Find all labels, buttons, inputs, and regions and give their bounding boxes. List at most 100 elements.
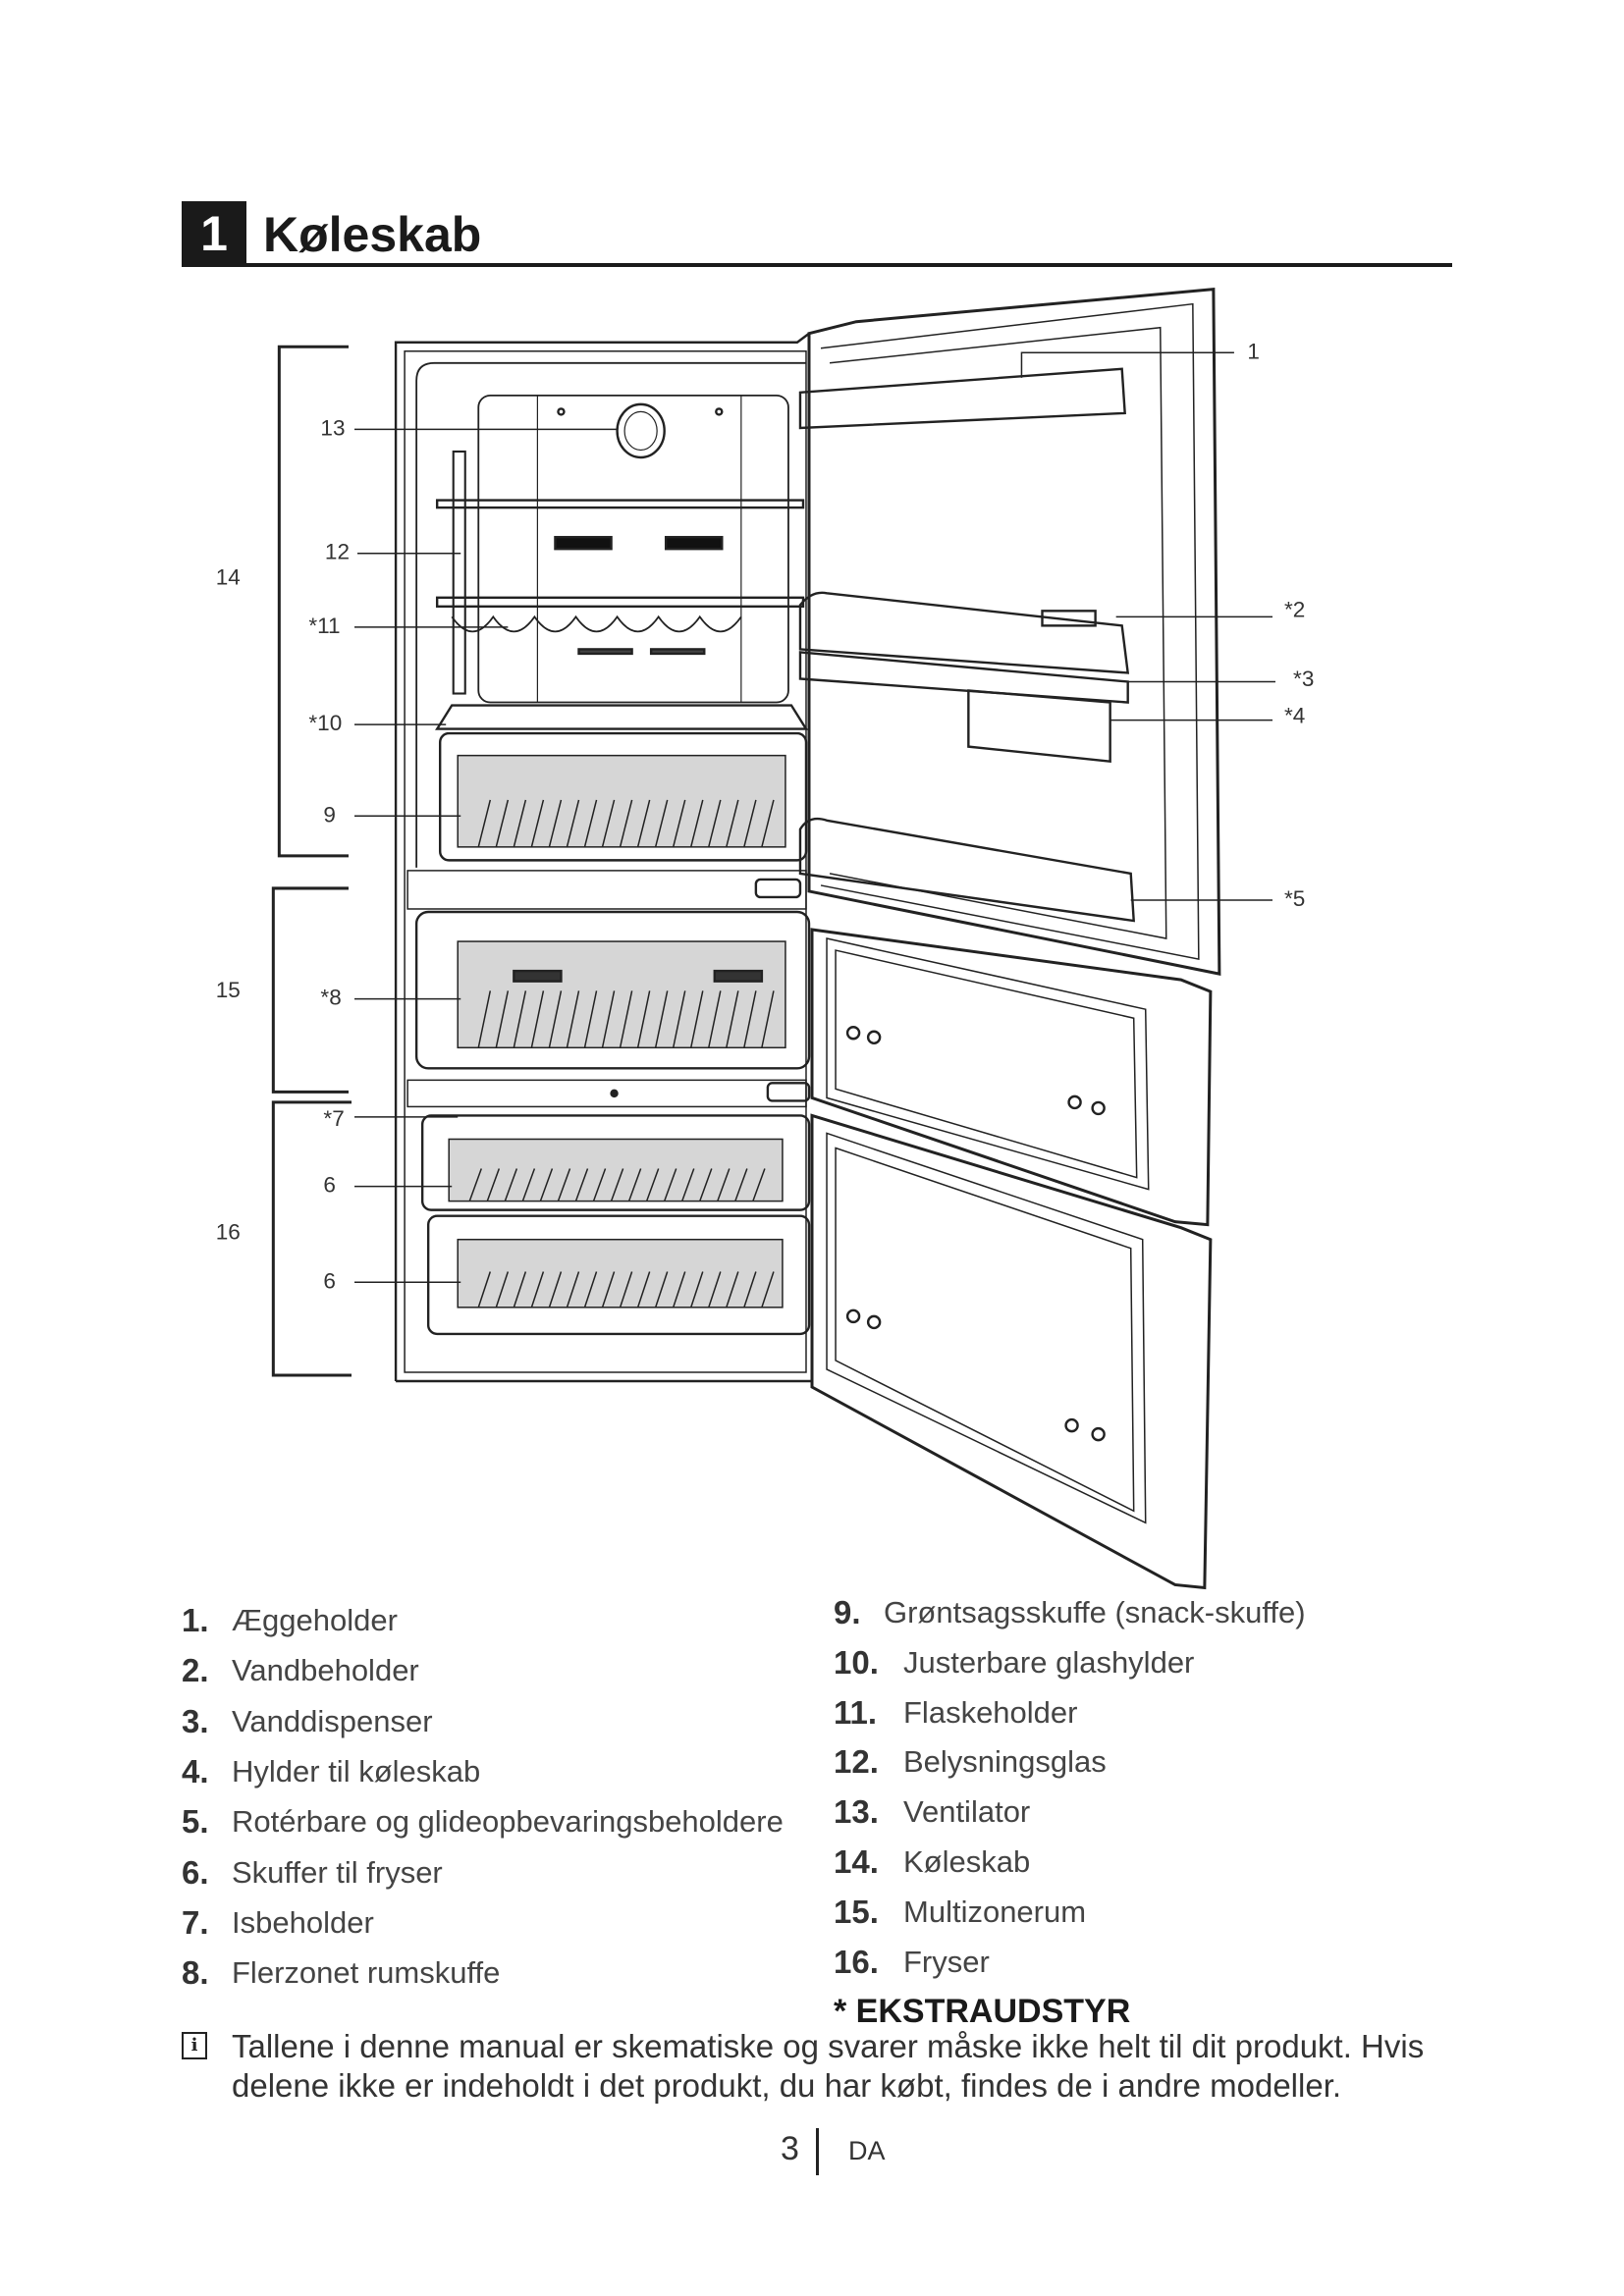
drawer-hatch bbox=[672, 1271, 686, 1308]
drawer-hatch bbox=[495, 799, 510, 848]
drawer-hatch bbox=[699, 1168, 713, 1201]
legend-item-text: Justerbare glashylder bbox=[903, 1644, 1195, 1680]
drawer-hatch bbox=[761, 990, 775, 1048]
drawer-hatch bbox=[743, 1271, 757, 1308]
drawer-hatch bbox=[601, 990, 616, 1048]
drawer-hatch bbox=[619, 1271, 633, 1308]
drawer-hatch bbox=[601, 799, 616, 848]
callout-3: *3 bbox=[1293, 667, 1314, 691]
drawer-hatch bbox=[521, 1168, 536, 1201]
drawer-hatch bbox=[761, 799, 775, 848]
legend-number: 15. bbox=[834, 1893, 879, 1930]
drawer-hatch bbox=[636, 990, 651, 1048]
callout-13: 13 bbox=[320, 415, 345, 440]
legend-number: 16. bbox=[834, 1943, 879, 1980]
legend-number: 4. bbox=[182, 1752, 209, 1789]
drawer-hatch bbox=[726, 990, 739, 1048]
drawer-hatch bbox=[548, 1271, 563, 1308]
drawer-hatch bbox=[726, 1271, 739, 1308]
legend-item-text: Vanddispenser bbox=[232, 1703, 433, 1738]
drawer-hatch bbox=[708, 1271, 722, 1308]
fridge-door-top bbox=[798, 287, 1221, 976]
drawer-hatch bbox=[672, 990, 686, 1048]
drawer-hatch bbox=[486, 1168, 501, 1201]
drawer-hatch bbox=[548, 990, 563, 1048]
leader-lines bbox=[354, 351, 1276, 1284]
drawer-hatch bbox=[726, 799, 739, 848]
drawer-hatch bbox=[743, 799, 757, 848]
drawer-hatch bbox=[610, 1168, 624, 1201]
drawer-hatch bbox=[663, 1168, 677, 1201]
legend-item-text: Vandbeholder bbox=[232, 1653, 419, 1688]
drawer-hatch bbox=[645, 1168, 660, 1201]
drawer-hatch bbox=[583, 799, 598, 848]
drawer-hatch bbox=[690, 799, 704, 848]
drawer-hatch bbox=[681, 1168, 695, 1201]
drawer-hatch bbox=[761, 1271, 775, 1308]
title-divider bbox=[182, 263, 1452, 267]
drawer-hatch bbox=[752, 1168, 766, 1201]
callout-9: 9 bbox=[323, 802, 336, 827]
freezer-drawer bbox=[426, 1214, 811, 1336]
drawer-hatch bbox=[566, 1271, 580, 1308]
drawer-hatch bbox=[672, 799, 686, 848]
drawer-hatch bbox=[583, 990, 598, 1048]
drawer-hatch bbox=[495, 990, 510, 1048]
legend-number: 3. bbox=[182, 1702, 209, 1739]
fridge-cabinet bbox=[394, 332, 812, 1383]
freezer-drawer bbox=[420, 1114, 811, 1211]
footer-divider bbox=[816, 2128, 819, 2175]
callout-6a: 6 bbox=[323, 1173, 336, 1198]
legend-number: 8. bbox=[182, 1954, 209, 1992]
language-code: DA bbox=[848, 2136, 886, 2165]
drawer-hatch bbox=[583, 1271, 598, 1308]
legend-number: 1. bbox=[182, 1602, 209, 1638]
callout-11: *11 bbox=[308, 614, 340, 638]
legend-item-text: Rotérbare og glideopbevaringsbeholdere bbox=[232, 1804, 784, 1840]
legend-item-text: Flerzonet rumskuffe bbox=[232, 1955, 501, 1991]
drawer-hatch bbox=[734, 1168, 748, 1201]
drawer-hatch bbox=[619, 799, 633, 848]
drawer-hatch bbox=[654, 990, 669, 1048]
legend-number: 2. bbox=[182, 1652, 209, 1689]
drawer-hatch bbox=[743, 990, 757, 1048]
info-icon: i bbox=[182, 2032, 207, 2059]
legend-number: 6. bbox=[182, 1853, 209, 1891]
page-title: Køleskab bbox=[263, 207, 482, 262]
drawer-hatch bbox=[717, 1168, 731, 1201]
drawer-hatch bbox=[530, 1271, 545, 1308]
legend-number: 13. bbox=[834, 1793, 879, 1831]
legend-item-text: Fryser bbox=[903, 1944, 990, 1979]
drawer-hatch bbox=[654, 799, 669, 848]
callout-labels: 13 12 *11 *10 9 *8 *7 6 6 14 15 16 1 *2 … bbox=[216, 339, 1315, 1293]
callout-1: 1 bbox=[1247, 339, 1260, 363]
water-dispenser bbox=[967, 689, 1111, 763]
drawer-hatch bbox=[574, 1168, 589, 1201]
bracket-16: 16 bbox=[216, 1220, 241, 1245]
legend-item-text: Æggeholder bbox=[232, 1603, 398, 1637]
legend-item-text: Skuffer til fryser bbox=[232, 1854, 443, 1890]
section-brackets bbox=[271, 345, 352, 1377]
bottle-holder bbox=[451, 614, 742, 633]
drawer-hatch bbox=[513, 990, 527, 1048]
water-tank bbox=[1041, 610, 1097, 627]
callout-8: *8 bbox=[320, 986, 341, 1010]
legend-item-text: Isbeholder bbox=[232, 1904, 374, 1940]
drawer-hatch bbox=[566, 990, 580, 1048]
drawer-hatch bbox=[619, 990, 633, 1048]
legend-number: 11. bbox=[834, 1693, 878, 1731]
drawer-hatch bbox=[566, 799, 580, 848]
freezer-door-middle bbox=[810, 928, 1213, 1227]
drawer-hatch bbox=[654, 1271, 669, 1308]
drawer-hatch bbox=[530, 799, 545, 848]
door-bin bbox=[798, 817, 1135, 923]
drawer-hatch bbox=[513, 1271, 527, 1308]
legend-item-text: Flaskeholder bbox=[903, 1694, 1078, 1730]
drawer-hatch bbox=[592, 1168, 607, 1201]
legend-item-text: Hylder til køleskab bbox=[232, 1753, 481, 1789]
section-number: 1 bbox=[182, 201, 246, 266]
legend-number: 14. bbox=[834, 1843, 879, 1880]
legend-number: 9. bbox=[834, 1594, 861, 1630]
